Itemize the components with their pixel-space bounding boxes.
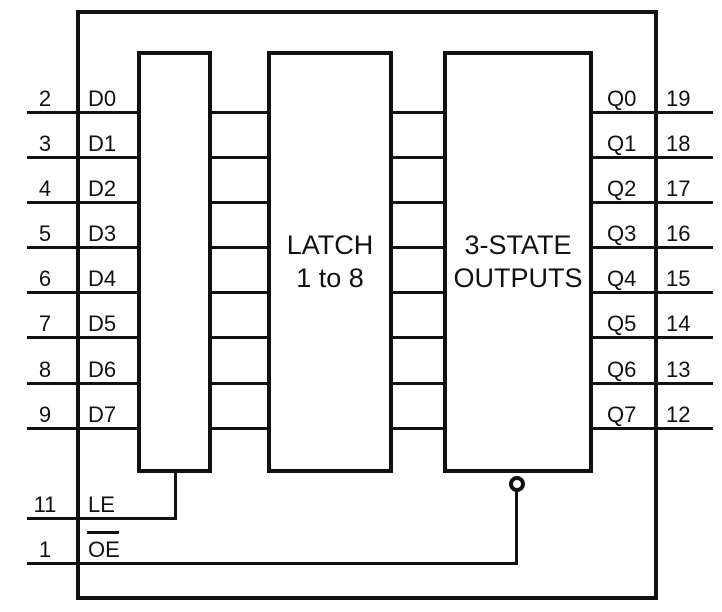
pin-number: 19 — [666, 86, 691, 111]
latch-label-line2: 1 to 8 — [296, 263, 364, 293]
pin-number: 4 — [38, 176, 52, 201]
input-label: D6 — [88, 357, 117, 382]
gap-rail — [212, 156, 267, 159]
output-rail — [593, 246, 713, 249]
inversion-bubble-icon — [509, 476, 525, 492]
output-rail — [593, 382, 713, 385]
gap-rail — [393, 246, 443, 249]
output-label: Q6 — [607, 357, 637, 382]
pin-number: 8 — [38, 357, 52, 382]
output-rail — [593, 336, 713, 339]
three-state-block-label: 3-STATE OUTPUTS — [447, 55, 589, 469]
pin-number: 1 — [38, 537, 52, 562]
latch-block-label: LATCH 1 to 8 — [271, 55, 389, 469]
output-label: Q3 — [607, 221, 637, 246]
gap-rail — [212, 111, 267, 114]
pin-number: 3 — [38, 131, 52, 156]
input-rail — [27, 427, 137, 430]
input-label: D2 — [88, 176, 117, 201]
output-rail — [593, 156, 713, 159]
gap-rail — [393, 201, 443, 204]
gap-rail — [212, 246, 267, 249]
gap-rail — [212, 336, 267, 339]
pin-number: 11 — [33, 492, 57, 517]
gap-rail — [393, 156, 443, 159]
output-label: Q7 — [607, 402, 637, 427]
input-label: D1 — [88, 131, 117, 156]
pin-number: 7 — [38, 311, 52, 336]
latch-block: LATCH 1 to 8 — [267, 51, 393, 473]
input-rail — [27, 382, 137, 385]
input-label: D0 — [88, 86, 117, 111]
le-rail — [27, 517, 177, 520]
output-rail — [593, 111, 713, 114]
gap-rail — [393, 382, 443, 385]
pin-number: 5 — [38, 221, 52, 246]
output-label: Q4 — [607, 266, 637, 291]
gap-rail — [212, 291, 267, 294]
gap-rail — [393, 336, 443, 339]
output-label: Q5 — [607, 311, 637, 336]
output-rail — [593, 427, 713, 430]
oe-rail — [27, 562, 518, 565]
input-rail — [27, 201, 137, 204]
pin-number: 9 — [38, 402, 52, 427]
pin-number: 16 — [666, 221, 691, 246]
gap-rail — [393, 427, 443, 430]
three-state-label-line1: 3-STATE — [464, 230, 572, 260]
gap-rail — [212, 201, 267, 204]
pin-number: 12 — [666, 402, 691, 427]
oe-label: OE — [88, 537, 120, 562]
input-rail — [27, 246, 137, 249]
input-label: D4 — [88, 266, 117, 291]
input-buffer-block — [137, 51, 212, 473]
oe-overline — [87, 531, 119, 534]
output-label: Q2 — [607, 176, 637, 201]
pin-number: 2 — [38, 86, 52, 111]
gap-rail — [212, 382, 267, 385]
input-rail — [27, 336, 137, 339]
input-label: D5 — [88, 311, 117, 336]
input-rail — [27, 111, 137, 114]
output-rail — [593, 291, 713, 294]
input-label: D7 — [88, 402, 117, 427]
input-label: D3 — [88, 221, 117, 246]
output-label: Q1 — [607, 131, 637, 156]
gap-rail — [212, 427, 267, 430]
latch-label-line1: LATCH — [286, 230, 374, 260]
three-state-label-line2: OUTPUTS — [453, 263, 583, 293]
le-label: LE — [88, 492, 115, 517]
pin-number: 18 — [666, 131, 691, 156]
input-rail — [27, 291, 137, 294]
pin-number: 14 — [666, 311, 691, 336]
gap-rail — [393, 291, 443, 294]
output-rail — [593, 201, 713, 204]
pin-number: 13 — [666, 357, 691, 382]
output-label: Q0 — [607, 86, 637, 111]
input-rail — [27, 156, 137, 159]
three-state-block: 3-STATE OUTPUTS — [443, 51, 593, 473]
pin-number: 6 — [38, 266, 52, 291]
oe-riser — [515, 491, 518, 565]
pin-number: 17 — [666, 176, 691, 201]
gap-rail — [393, 111, 443, 114]
le-riser — [174, 473, 177, 520]
pin-number: 15 — [666, 266, 691, 291]
